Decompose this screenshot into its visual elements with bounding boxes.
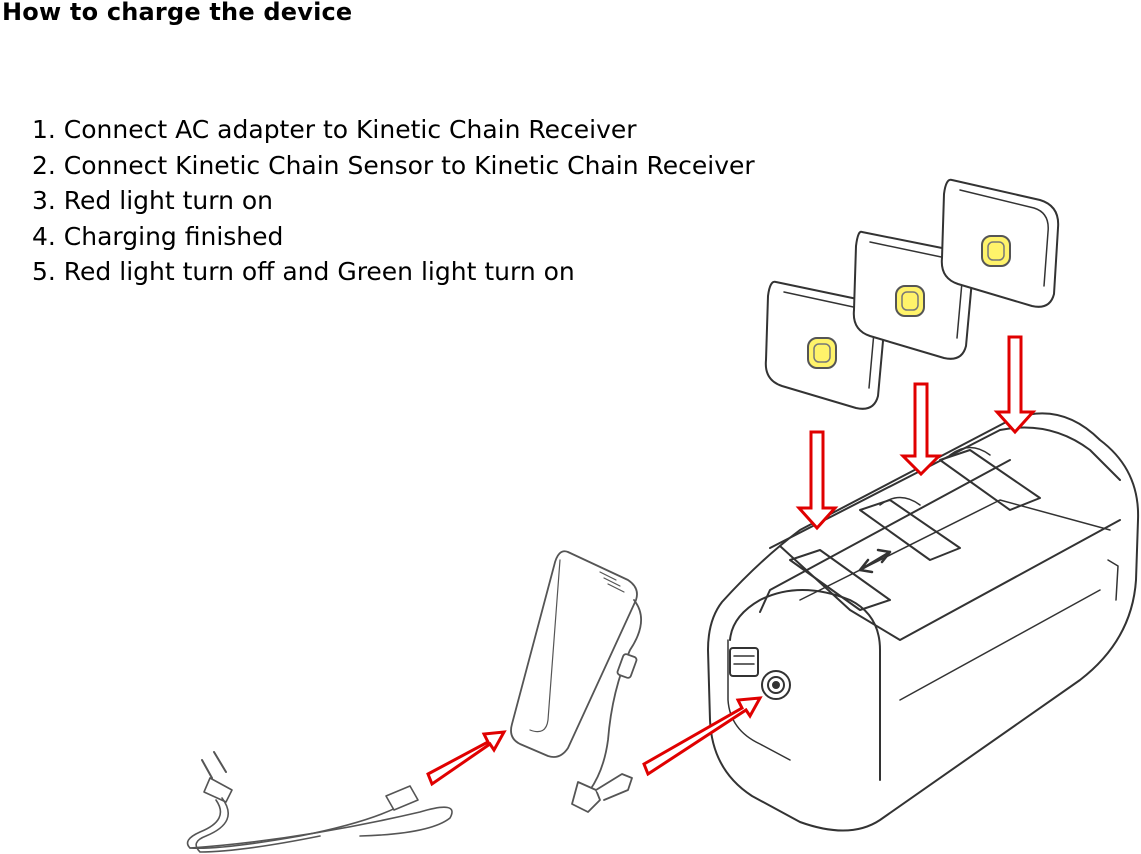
arrow-down-icon (993, 335, 1037, 435)
step-item: 2. Connect Kinetic Chain Sensor to Kinet… (32, 150, 755, 180)
sensor-light-icon (807, 337, 837, 369)
usb-port-icon (729, 647, 759, 677)
charging-receiver (707, 412, 1140, 832)
ac-adapter (510, 550, 642, 813)
arrow-down-icon (795, 430, 839, 531)
power-cord (186, 751, 453, 853)
step-item: 4. Charging finished (32, 221, 284, 251)
sensor-light-icon (981, 235, 1011, 267)
step-item: 1. Connect AC adapter to Kinetic Chain R… (32, 115, 637, 144)
arrow-diagonal-icon (426, 730, 507, 787)
sensor-light-icon (895, 285, 925, 317)
page-title: How to charge the device (2, 0, 353, 26)
arrow-down-icon (899, 382, 943, 477)
step-item: 3. Red light turn on (32, 186, 274, 215)
step-item: 5. Red light turn off and Green light tu… (32, 257, 575, 286)
sensor-device-3 (940, 178, 1060, 308)
charging-steps-list: 1. Connect AC adapter to Kinetic Chain R… (32, 112, 755, 290)
arrow-diagonal-icon (642, 696, 763, 777)
